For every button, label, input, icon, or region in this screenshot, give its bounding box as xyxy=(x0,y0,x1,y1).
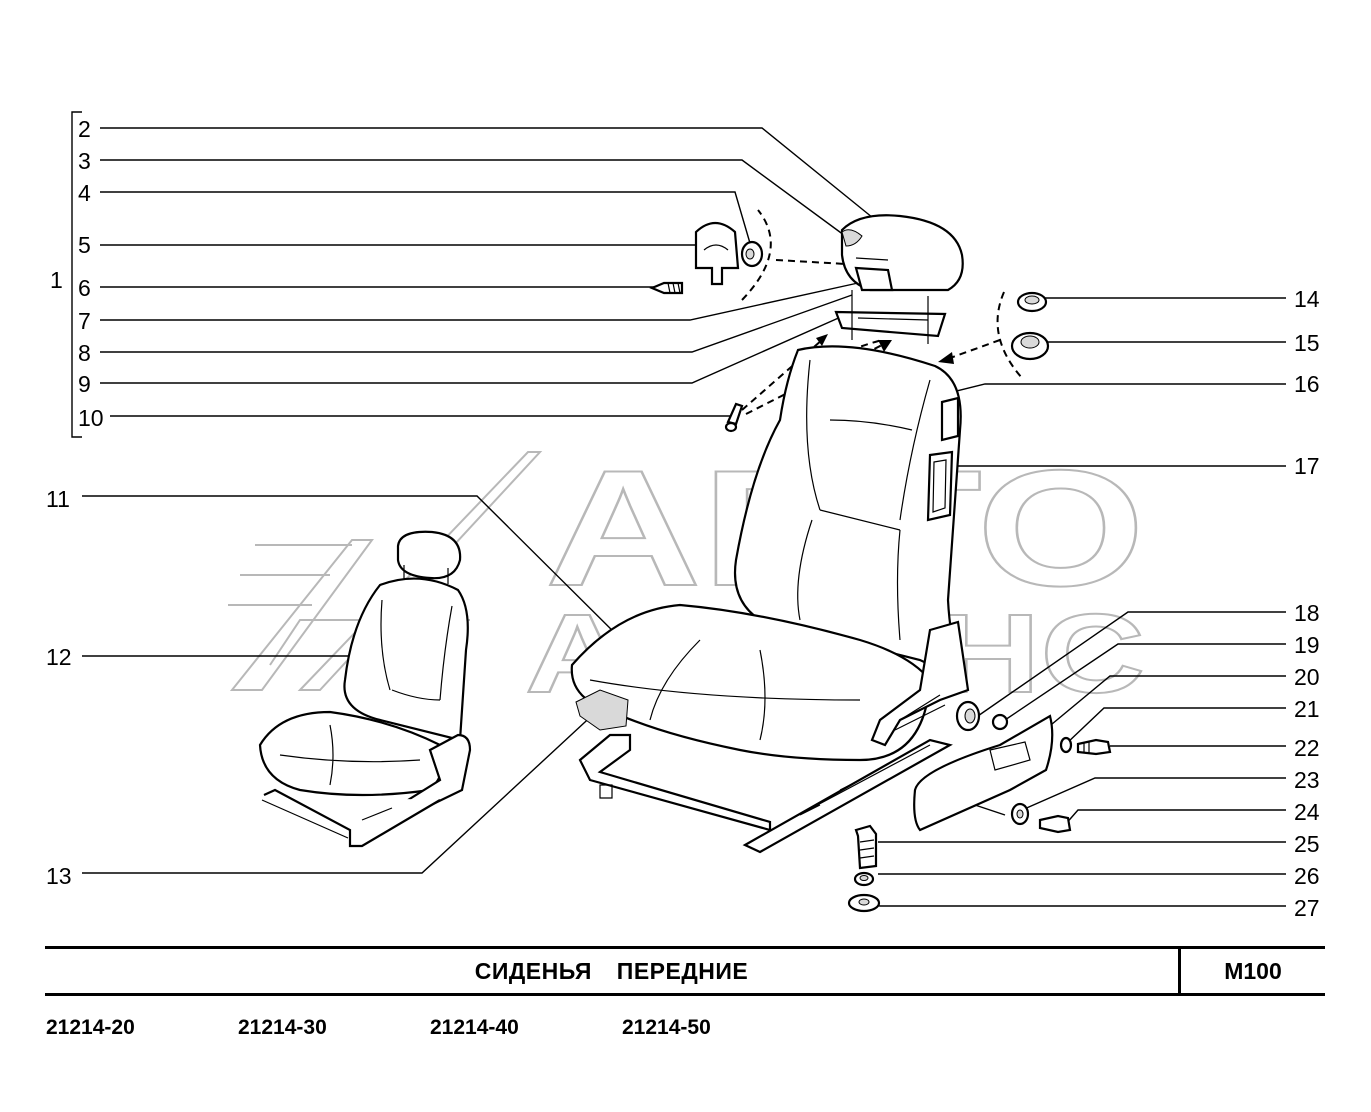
right-callout-labels: 14 15 16 17 18 19 20 21 22 23 24 25 26 2… xyxy=(1294,286,1320,921)
main-seat xyxy=(570,345,970,854)
callout-label-13: 13 xyxy=(46,863,72,889)
callout-label-14: 14 xyxy=(1294,286,1320,312)
headrest-plugs xyxy=(938,291,1050,379)
callout-label-24: 24 xyxy=(1294,799,1320,825)
callout-label-12: 12 xyxy=(46,644,72,670)
callout-label-27: 27 xyxy=(1294,895,1320,921)
callout-label-1: 1 xyxy=(50,267,63,293)
guide-bracket-dashed-arc xyxy=(741,209,772,301)
callout-label-8: 8 xyxy=(78,340,91,366)
seat-rail-right xyxy=(742,738,953,854)
callout-label-19: 19 xyxy=(1294,632,1320,658)
headrest-screw xyxy=(649,281,684,295)
callout-label-17: 17 xyxy=(1294,453,1320,479)
callout-label-25: 25 xyxy=(1294,831,1320,857)
model-code-1: 21214-20 xyxy=(46,1016,135,1039)
assembled-seat xyxy=(258,530,472,848)
callout-label-9: 9 xyxy=(78,371,91,397)
small-rail xyxy=(263,788,441,848)
callout-label-10: 10 xyxy=(78,405,104,431)
callout-label-2: 2 xyxy=(78,116,91,142)
recliner-cover-parts xyxy=(913,700,1112,834)
recliner-washer xyxy=(991,713,1009,731)
callout-label-21: 21 xyxy=(1294,696,1320,722)
title-divider xyxy=(1178,949,1181,993)
small-backrest xyxy=(343,577,469,742)
diagram-code: M100 xyxy=(1224,958,1282,984)
headrest-frame xyxy=(854,266,894,292)
small-headrest xyxy=(396,530,462,580)
callout-label-26: 26 xyxy=(1294,863,1320,889)
model-code-2: 21214-30 xyxy=(238,1016,327,1039)
callout-label-20: 20 xyxy=(1294,664,1320,690)
callout-label-11: 11 xyxy=(46,486,70,512)
title-block: СИДЕНЬЯ ПЕРЕДНИЕ M100 xyxy=(45,946,1325,996)
callout-label-16: 16 xyxy=(1294,371,1320,397)
left-callout-labels: 2 3 4 5 6 7 8 9 10 11 12 13 xyxy=(46,116,104,889)
callout-label-22: 22 xyxy=(1294,735,1320,761)
callout-label-6: 6 xyxy=(78,275,91,301)
callout-label-4: 4 xyxy=(78,180,91,206)
page-title: СИДЕНЬЯ ПЕРЕДНИЕ xyxy=(474,958,749,984)
headrest-arrow xyxy=(775,259,847,265)
group-bracket xyxy=(71,111,82,438)
backrest-screw xyxy=(724,334,892,433)
seat-bolt xyxy=(854,824,878,870)
model-code-3: 21214-40 xyxy=(430,1016,519,1039)
cover-washer xyxy=(1059,736,1073,754)
callout-label-15: 15 xyxy=(1294,330,1320,356)
model-code-4: 21214-50 xyxy=(622,1016,711,1039)
callout-label-3: 3 xyxy=(78,148,91,174)
callout-label-7: 7 xyxy=(78,308,91,334)
cover-bolt xyxy=(1076,738,1112,756)
headrest-guide-parts xyxy=(649,209,858,301)
handle-screw xyxy=(1038,814,1072,834)
callout-label-23: 23 xyxy=(1294,767,1320,793)
callout-label-18: 18 xyxy=(1294,600,1320,626)
recliner-cover xyxy=(913,714,1054,832)
headrest xyxy=(805,214,964,371)
recliner-mechanism xyxy=(870,620,970,747)
headrest-guide-bracket xyxy=(694,221,740,286)
seat-cushion xyxy=(570,603,932,762)
leader-lines xyxy=(82,127,1286,907)
callout-label-5: 5 xyxy=(78,232,91,258)
seat-fasteners xyxy=(847,824,881,913)
seat-rail-left xyxy=(578,733,772,832)
